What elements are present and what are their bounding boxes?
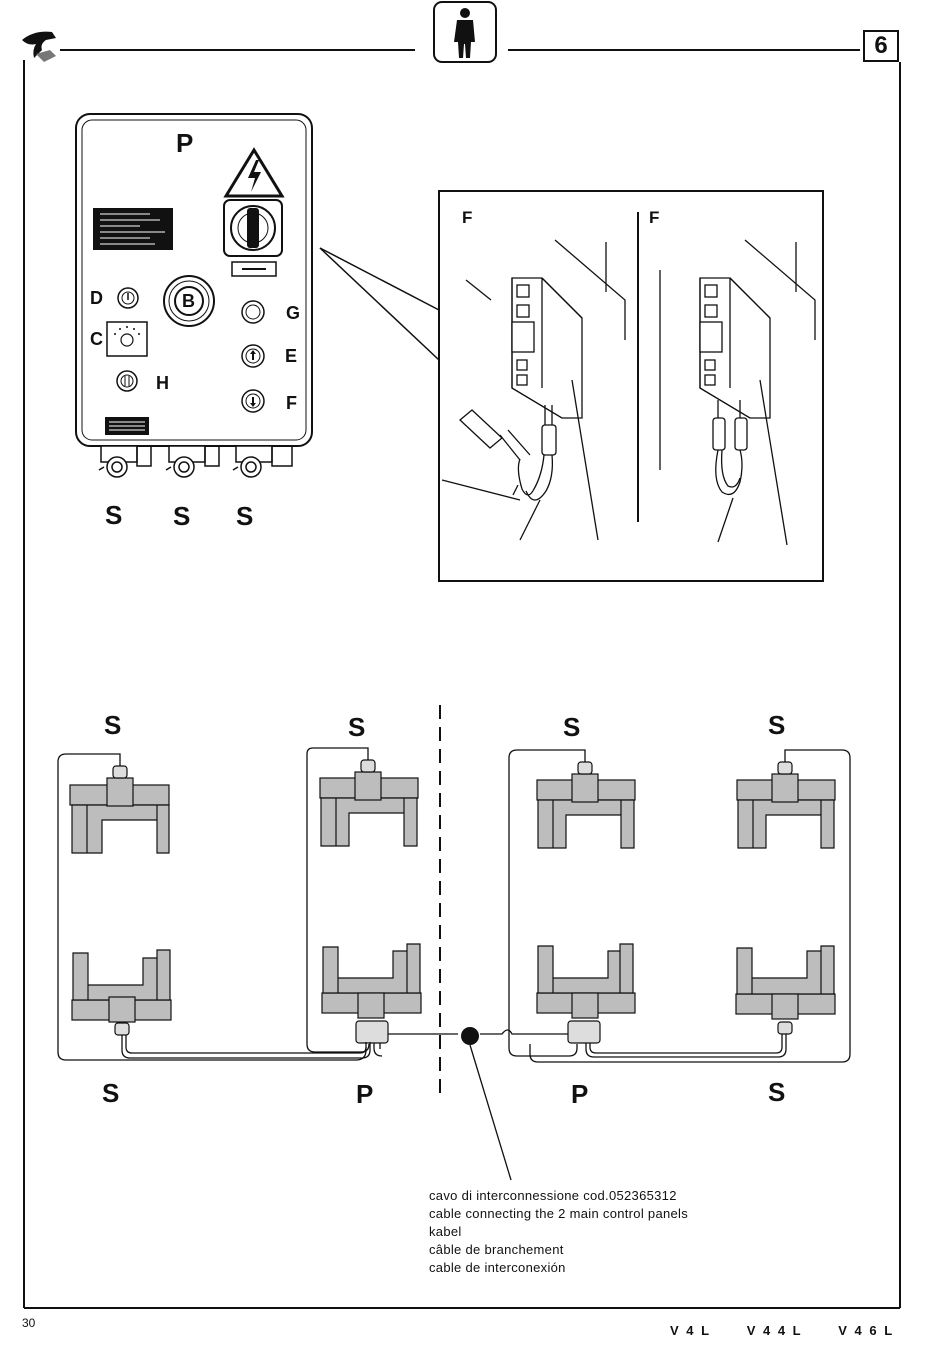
bottom-label-4: S <box>768 1079 785 1105</box>
button-h <box>117 371 137 391</box>
operator-person-icon <box>434 2 496 62</box>
label-e: E <box>285 347 297 365</box>
indicator-lamp-g <box>242 301 264 323</box>
top-label-4: S <box>768 712 785 738</box>
label-c: C <box>90 330 103 348</box>
socket-label-3: S <box>236 503 253 529</box>
detail-box <box>439 191 823 581</box>
interconnect-node <box>461 1027 479 1045</box>
detail-callout-lines <box>320 248 439 360</box>
detail-left-label: F <box>462 209 472 226</box>
label-g: G <box>286 304 300 322</box>
cable-caption: cavo di interconnessione cod.052365312 c… <box>429 1187 688 1277</box>
top-label-1: S <box>104 712 121 738</box>
socket-label-2: S <box>173 503 190 529</box>
down-button-f <box>242 390 264 412</box>
lift-layout-diagram <box>58 705 850 1180</box>
top-label-3: S <box>563 714 580 740</box>
cable-runs <box>58 748 850 1062</box>
label-b: B <box>182 292 195 310</box>
caption-line-en: cable connecting the 2 main control pane… <box>429 1205 688 1223</box>
lift-column-top-2 <box>320 760 418 846</box>
caption-line-de: kabel <box>429 1223 688 1241</box>
bottom-label-3: P <box>571 1081 588 1107</box>
detail-right-label: F <box>649 209 659 226</box>
lift-column-bottom-3-main <box>537 944 635 1043</box>
bottom-plate <box>105 417 149 435</box>
info-plate <box>93 208 173 250</box>
button-d <box>118 288 138 308</box>
lift-column-bottom-1 <box>72 950 171 1035</box>
caption-line-fr: câble de branchement <box>429 1241 688 1259</box>
socket-connectors <box>99 446 292 477</box>
label-d: D <box>90 289 103 307</box>
lift-column-top-3 <box>537 762 635 848</box>
top-label-2: S <box>348 714 365 740</box>
caption-line-it: cavo di interconnessione cod.052365312 <box>429 1187 688 1205</box>
caption-line-es: cable de interconexión <box>429 1259 688 1277</box>
lift-column-bottom-4 <box>736 946 835 1034</box>
model-1: V 4 L <box>670 1323 711 1338</box>
model-list: V 4 L V 4 4 L V 4 6 L <box>670 1323 894 1338</box>
label-h: H <box>156 374 169 392</box>
lift-column-top-4 <box>737 762 835 848</box>
bottom-label-1: S <box>102 1080 119 1106</box>
lift-column-top-1 <box>70 766 169 853</box>
page-number: 30 <box>22 1316 35 1330</box>
model-2: V 4 4 L <box>747 1323 803 1338</box>
brand-logo-icon <box>22 32 56 62</box>
bottom-label-2: P <box>356 1081 373 1107</box>
lift-column-bottom-2-main <box>322 944 421 1043</box>
up-button-e <box>242 345 264 367</box>
label-f: F <box>286 394 297 412</box>
gauge-c <box>107 322 147 356</box>
main-switch <box>224 200 282 276</box>
section-badge: 6 <box>863 30 899 62</box>
model-3: V 4 6 L <box>838 1323 894 1338</box>
panel-title-label: P <box>176 130 193 156</box>
socket-label-1: S <box>105 502 122 528</box>
